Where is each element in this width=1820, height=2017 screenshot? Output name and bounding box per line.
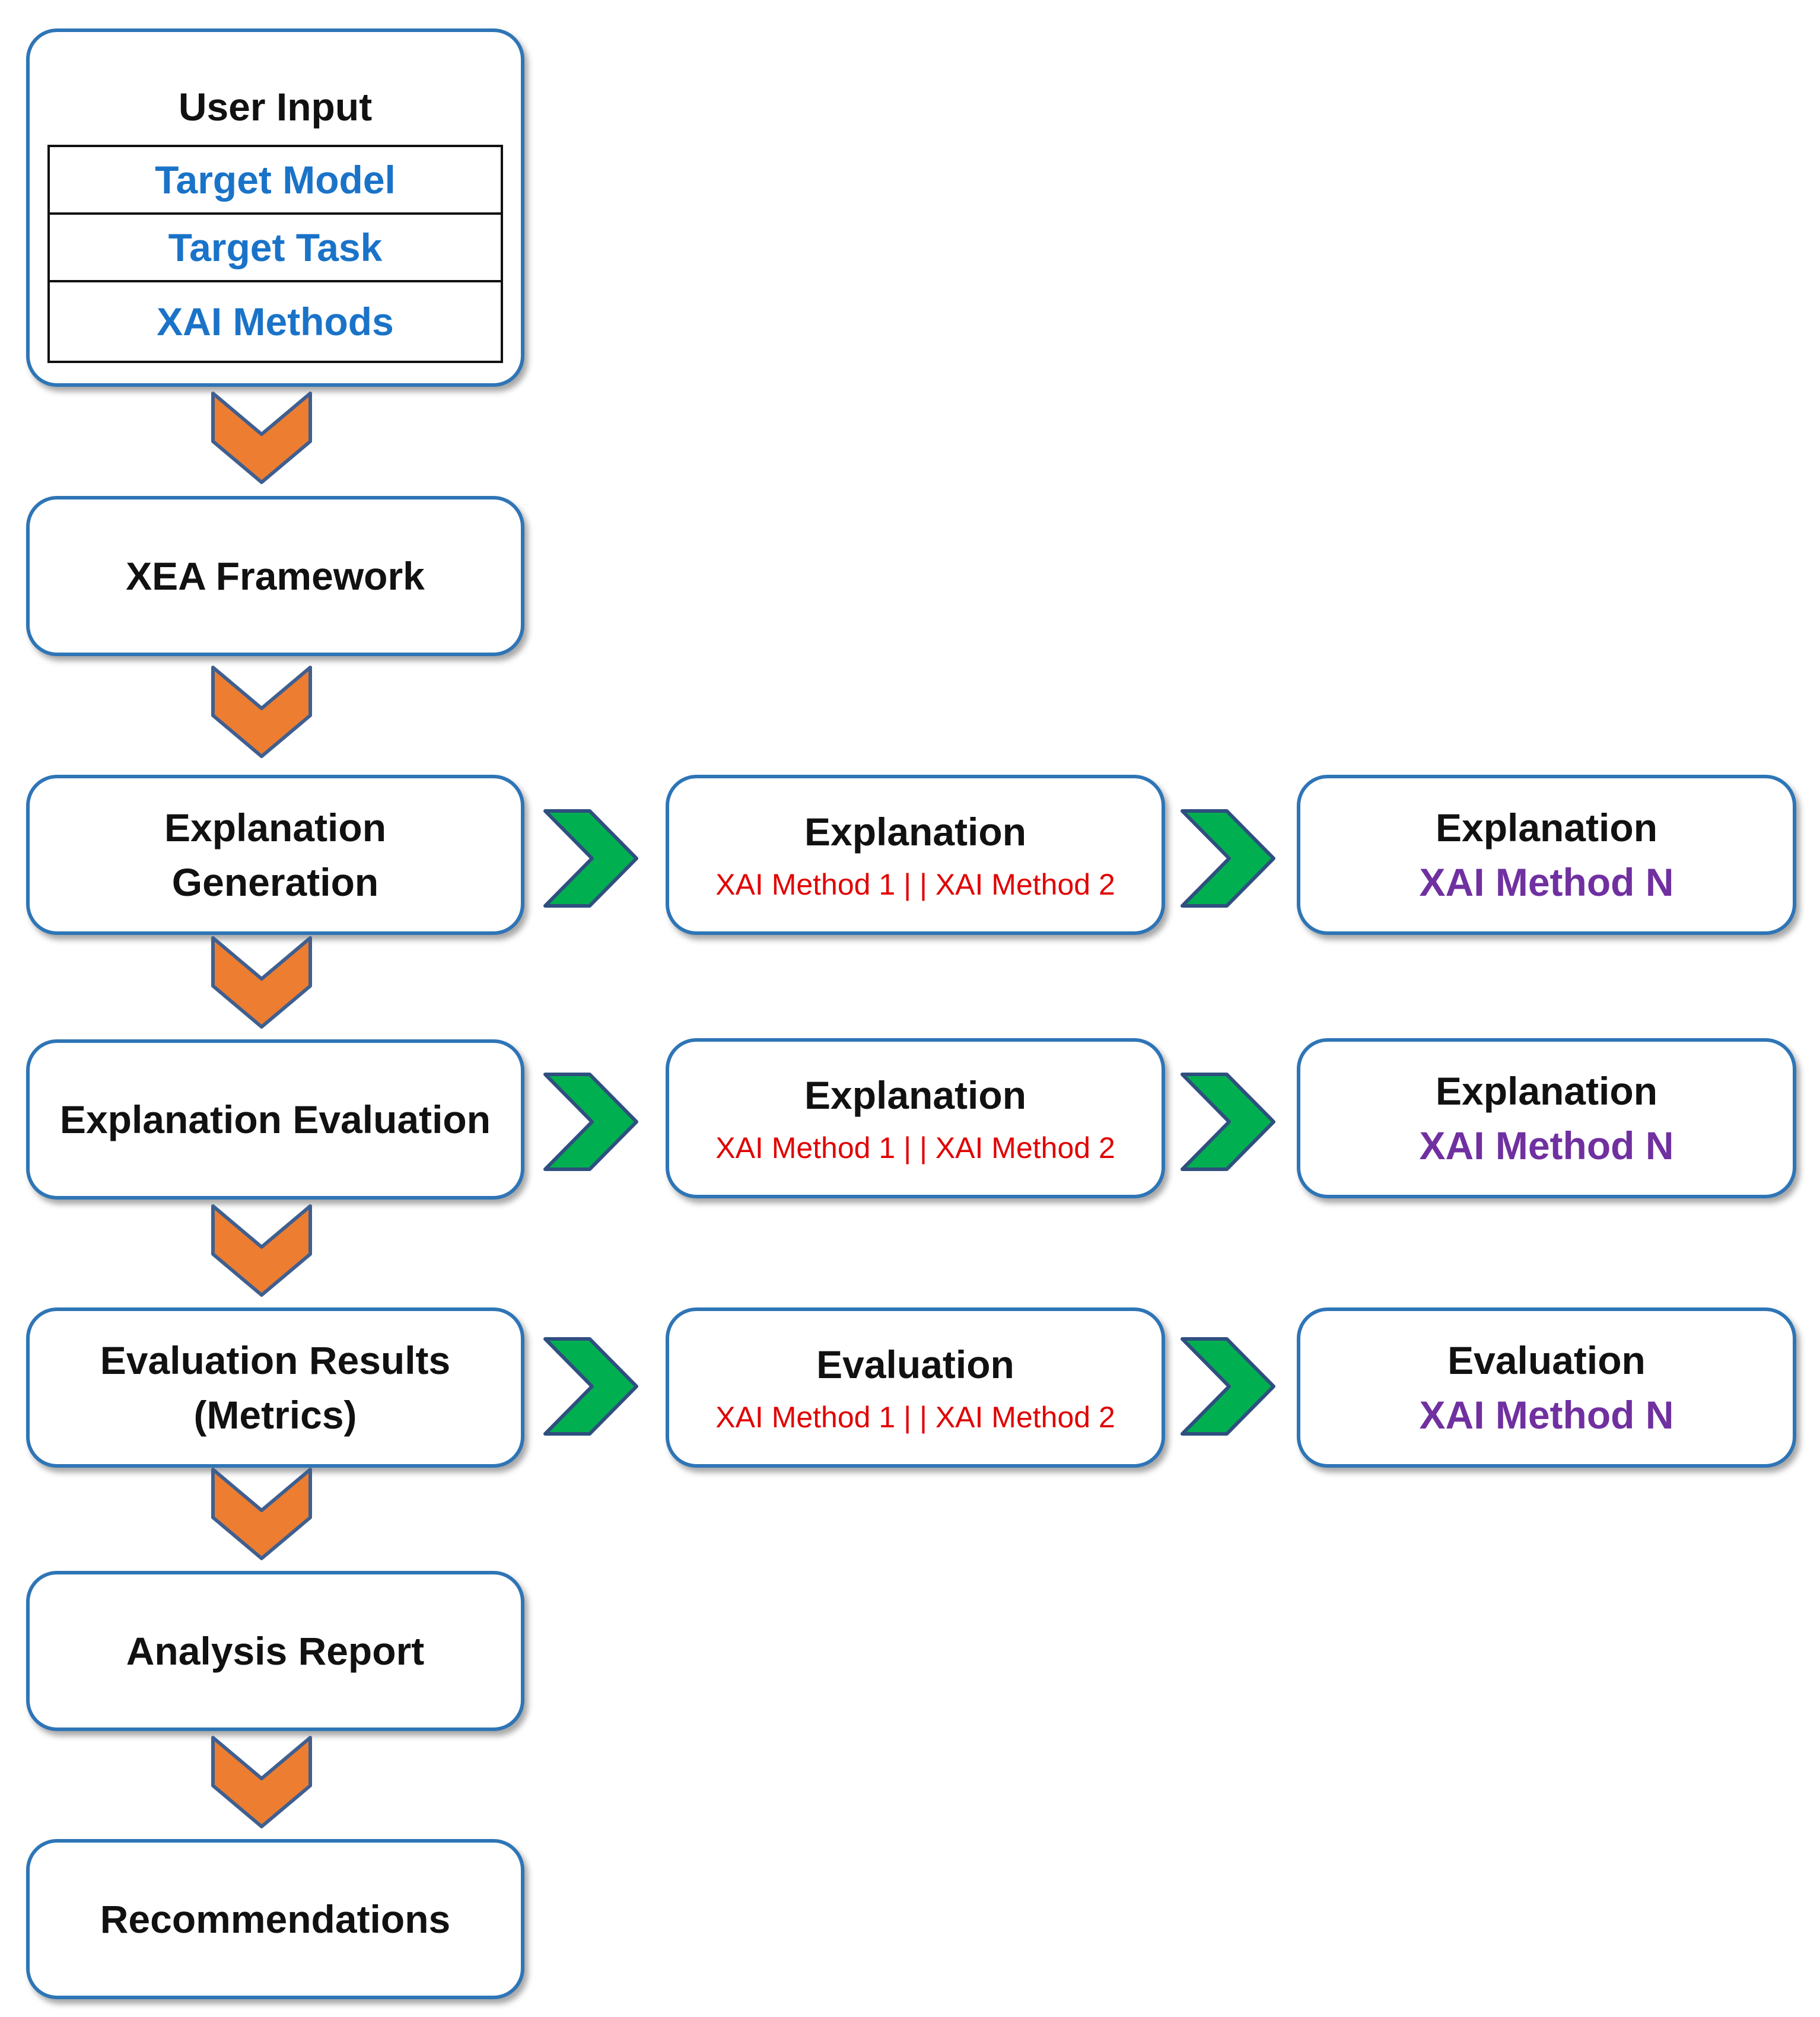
explanation-evaluation-label: Explanation Evaluation xyxy=(59,1097,491,1141)
results-method-pair-title: Evaluation xyxy=(816,1342,1014,1386)
down-chevron-icon xyxy=(211,1204,312,1297)
right-chevron-icon xyxy=(543,1073,638,1171)
evaluation-method-n-title: Explanation xyxy=(1435,1068,1658,1113)
explanation-generation-box: Explanation Generation xyxy=(26,775,524,935)
down-chevron-icon xyxy=(211,392,312,484)
results-method-pair-box: Evaluation XAI Method 1 | | XAI Method 2 xyxy=(666,1307,1165,1468)
generation-method-pair-sub: XAI Method 1 | | XAI Method 2 xyxy=(715,868,1115,902)
analysis-report-label: Analysis Report xyxy=(126,1628,425,1673)
evaluation-method-pair-sub: XAI Method 1 | | XAI Method 2 xyxy=(715,1131,1115,1165)
recommendations-label: Recommendations xyxy=(100,1897,451,1941)
right-chevron-icon xyxy=(1181,1073,1275,1171)
xea-framework-box: XEA Framework xyxy=(26,496,524,656)
xea-framework-label: XEA Framework xyxy=(126,553,425,598)
explanation-generation-label-line2: Generation xyxy=(171,860,379,904)
right-chevron-icon xyxy=(543,809,638,908)
evaluation-method-n-box: Explanation XAI Method N xyxy=(1297,1038,1796,1198)
generation-method-pair-title: Explanation xyxy=(804,809,1027,854)
evaluation-results-label-line1: Evaluation Results xyxy=(100,1338,451,1382)
right-chevron-icon xyxy=(1181,809,1275,908)
explanation-generation-label-line1: Explanation xyxy=(164,805,387,850)
analysis-report-box: Analysis Report xyxy=(26,1571,524,1731)
generation-method-n-box: Explanation XAI Method N xyxy=(1297,775,1796,935)
results-method-n-sub: XAI Method N xyxy=(1419,1393,1674,1437)
down-chevron-icon xyxy=(211,1468,312,1560)
user-input-title: User Input xyxy=(178,85,373,129)
generation-method-n-title: Explanation xyxy=(1435,805,1658,850)
user-input-table: Target Model Target Task XAI Methods xyxy=(47,145,503,364)
results-method-pair-sub: XAI Method 1 | | XAI Method 2 xyxy=(715,1401,1115,1434)
generation-method-n-sub: XAI Method N xyxy=(1419,860,1674,904)
evaluation-results-box: Evaluation Results (Metrics) xyxy=(26,1307,524,1468)
generation-method-pair-box: Explanation XAI Method 1 | | XAI Method … xyxy=(666,775,1165,935)
explanation-evaluation-box: Explanation Evaluation xyxy=(26,1039,524,1200)
recommendations-box: Recommendations xyxy=(26,1839,524,1999)
evaluation-method-pair-title: Explanation xyxy=(804,1073,1027,1117)
evaluation-method-n-sub: XAI Method N xyxy=(1419,1124,1674,1167)
input-item-target-model: Target Model xyxy=(50,147,501,215)
evaluation-results-label-line2: (Metrics) xyxy=(193,1393,357,1437)
user-input-box: User Input Target Model Target Task XAI … xyxy=(26,28,524,387)
evaluation-method-pair-box: Explanation XAI Method 1 | | XAI Method … xyxy=(666,1038,1165,1198)
input-item-target-task: Target Task xyxy=(50,215,501,283)
down-chevron-icon xyxy=(211,666,312,758)
right-chevron-icon xyxy=(1181,1337,1275,1436)
results-method-n-title: Evaluation xyxy=(1447,1338,1646,1382)
down-chevron-icon xyxy=(211,1736,312,1828)
input-item-xai-methods: XAI Methods xyxy=(157,300,394,344)
down-chevron-icon xyxy=(211,936,312,1029)
right-chevron-icon xyxy=(543,1337,638,1436)
results-method-n-box: Evaluation XAI Method N xyxy=(1297,1307,1796,1468)
